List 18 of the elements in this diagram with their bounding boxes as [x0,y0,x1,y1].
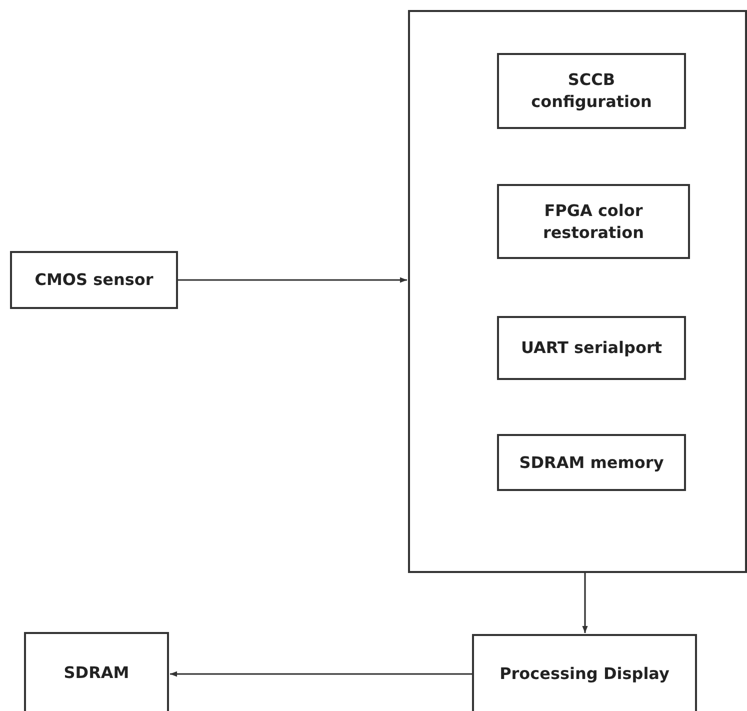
container-box [408,10,747,573]
box-label: SDRAM memory [519,452,664,474]
box-label: Processing Display [500,663,670,685]
box-label: CMOS sensor [34,269,154,291]
arrow [178,277,407,283]
arrow [582,573,588,633]
process-box [497,316,686,380]
process-box [497,184,690,259]
process-box [24,632,169,711]
box-label: SCCB configuration [530,69,653,113]
box-label: SDRAM [64,662,130,684]
process-box [497,53,686,129]
box-label: FPGA color restoration [542,200,646,244]
box-label: UART serialport [521,337,662,359]
process-box [10,251,178,309]
process-box [497,434,686,491]
arrow [170,671,472,677]
process-box [472,634,697,711]
